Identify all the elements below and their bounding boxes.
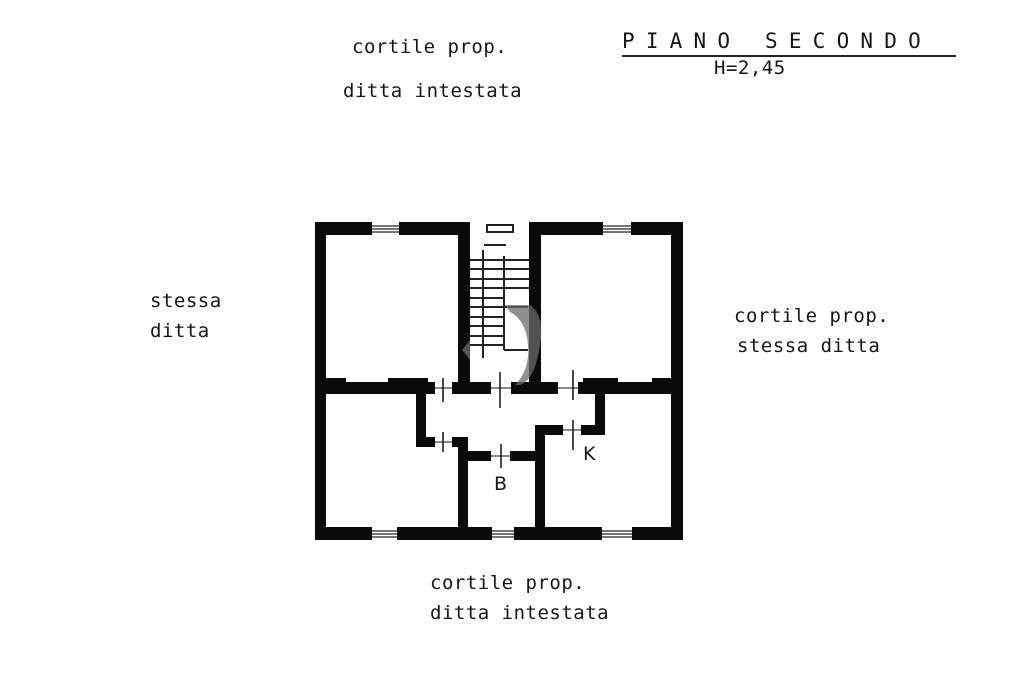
room-label-bathroom: B	[494, 473, 507, 495]
window-north-west	[372, 222, 399, 235]
door-stairwell	[491, 372, 511, 408]
wall-ledge	[388, 378, 428, 383]
east-outer-wall	[671, 222, 683, 540]
window-south-bathroom	[492, 527, 514, 540]
north-label-line1: cortile prop.	[352, 36, 508, 58]
east-label-line2: stessa ditta	[737, 335, 881, 357]
stairwell-window	[470, 222, 529, 235]
west-label-line2: ditta	[150, 320, 210, 342]
window-south-west	[372, 527, 397, 540]
wall-ledge	[326, 378, 346, 383]
watermark-logo	[462, 305, 542, 385]
bathroom-west-wall	[458, 437, 468, 527]
door-sw-room	[435, 432, 452, 452]
east-label-line1: cortile prop.	[734, 305, 890, 327]
west-label-line1: stessa	[150, 290, 222, 312]
doors	[435, 370, 581, 468]
corridor-west-wall	[416, 394, 426, 447]
door-nw-room	[435, 378, 452, 402]
south-label-line2: ditta intestata	[430, 602, 610, 624]
door-kitchen	[563, 420, 581, 450]
window-north-east	[603, 222, 631, 235]
door-ne-room	[558, 370, 578, 400]
ceiling-height-note: H=2,45	[714, 57, 786, 79]
staircase	[470, 244, 529, 358]
west-outer-wall	[315, 222, 326, 540]
title-block: PIANO SECONDO H=2,45	[622, 28, 956, 79]
door-bathroom	[491, 444, 510, 468]
windows	[372, 222, 632, 540]
stairwell-west-wall	[458, 222, 470, 394]
floor-title: PIANO SECONDO	[622, 29, 932, 53]
bathroom-east-wall	[535, 425, 545, 527]
corridor-east-wall	[595, 394, 605, 435]
south-label-line1: cortile prop.	[430, 572, 586, 594]
room-label-kitchen: K	[583, 443, 596, 465]
wall-ledge	[583, 378, 618, 383]
north-label-line2: ditta intestata	[343, 80, 523, 102]
wall-ledge	[652, 378, 672, 383]
window-south-east	[602, 527, 632, 540]
title-underline	[622, 55, 956, 57]
